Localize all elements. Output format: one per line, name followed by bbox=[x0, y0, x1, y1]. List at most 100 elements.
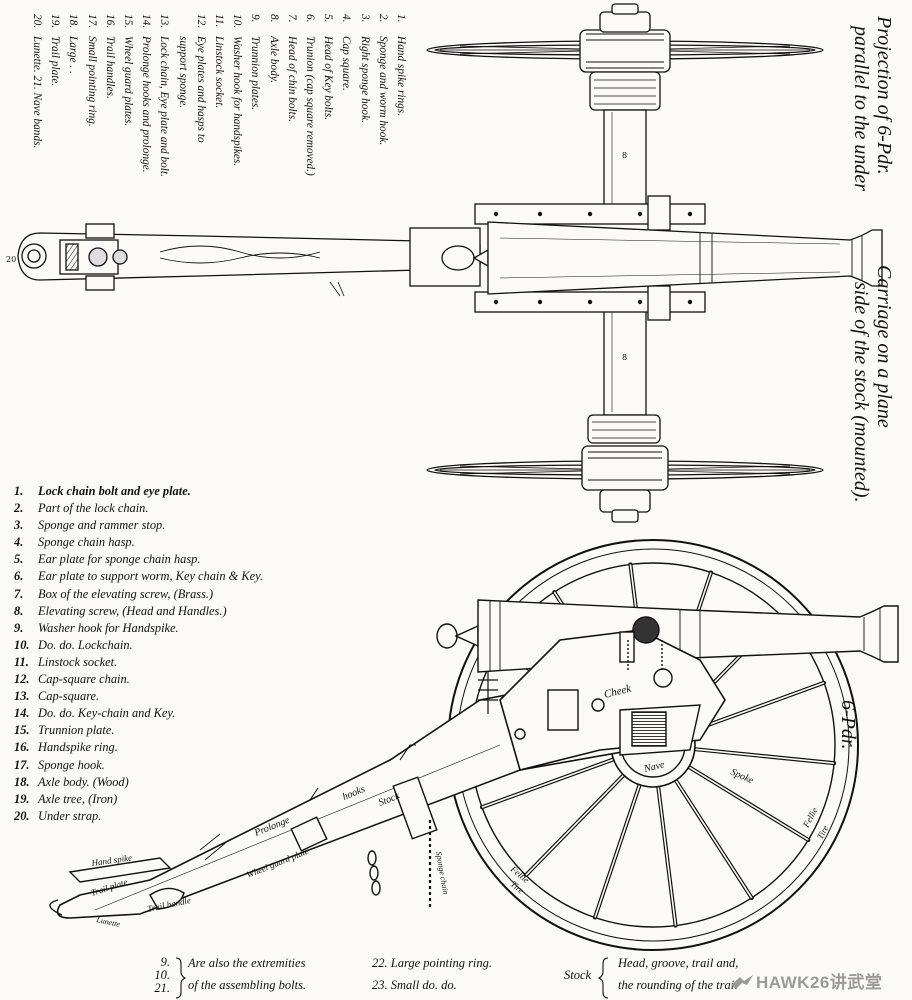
top-title-line2: parallel to the under bbox=[850, 26, 872, 191]
legend-item: 19.Axle tree, (Iron) bbox=[14, 791, 344, 808]
legend-text: Cap-square. bbox=[38, 689, 100, 704]
legend-number: 9. bbox=[14, 620, 24, 635]
side-cheek bbox=[478, 616, 726, 771]
legend-number: 18. bbox=[14, 774, 30, 789]
top-part-number: 16. bbox=[103, 14, 116, 29]
top-part-item: 5. Head of Key bolts. bbox=[319, 14, 337, 184]
top-part-number: 9. bbox=[249, 14, 262, 23]
top-part-item: 18.Large . . bbox=[64, 14, 82, 184]
legend-number: 4. bbox=[14, 535, 24, 550]
footer-ring-line2: 23. Small do. do. bbox=[372, 978, 457, 992]
legend-item: 4. Sponge chain hasp. bbox=[14, 534, 344, 551]
top-part-text: Linstock socket. bbox=[212, 36, 225, 109]
legend-item: 18. Axle body. (Wood) bbox=[14, 774, 344, 791]
top-part-text: support sponge. bbox=[176, 36, 189, 109]
legend-text: Ear plate for sponge chain hasp. bbox=[38, 552, 201, 567]
top-part-number: 20. bbox=[30, 14, 43, 29]
top-part-number: 5. bbox=[322, 14, 335, 23]
top-part-item: 10. Washer hook for handspikes. bbox=[228, 14, 246, 184]
legend-number: 15. bbox=[14, 723, 30, 738]
legend-item: 7. Box of the elevating screw, (Brass.) bbox=[14, 586, 344, 603]
top-part-number: 3. bbox=[358, 14, 371, 23]
legend-number: 5. bbox=[14, 552, 24, 567]
footer-num-9: 9. bbox=[160, 955, 170, 969]
top-part-number: 1. bbox=[395, 14, 407, 23]
footer-bolt-numbers: 9. 10. 21. bbox=[148, 956, 170, 995]
legend-item: 13. Cap-square. bbox=[14, 688, 344, 705]
legend-text: Sponge chain hasp. bbox=[38, 535, 135, 550]
top-part-item: 8. Axle body. bbox=[264, 14, 282, 184]
legend-text: Washer hook for Handspike. bbox=[38, 620, 179, 635]
top-part-text: Axle body. bbox=[267, 36, 280, 84]
top-part-item: 1.Hand spike rings. bbox=[392, 14, 410, 184]
legend-item: 10.Do. do. Lockchain. bbox=[14, 637, 344, 654]
legend-text: Under strap. bbox=[38, 808, 102, 823]
legend-number: 6. bbox=[14, 569, 24, 584]
side-view bbox=[49, 539, 899, 951]
legend-text: Box of the elevating screw, (Brass.) bbox=[38, 586, 214, 601]
top-part-text: Right sponge hook. bbox=[358, 36, 371, 123]
top-part-number: 19. bbox=[49, 14, 62, 29]
top-part-text: Wheel guard plates. bbox=[121, 36, 134, 127]
top-part-number: 14. bbox=[140, 14, 153, 29]
legend-text: Part of the lock chain. bbox=[38, 501, 149, 516]
footer-stock-line1: Head, groove, trail and, bbox=[618, 956, 739, 970]
legend-number: 1. bbox=[14, 484, 24, 498]
legend-number: 12. bbox=[14, 672, 30, 687]
footer-bolts-line1: Are also the extremities bbox=[188, 956, 306, 970]
footer-num-10: 10. bbox=[154, 968, 170, 982]
footer-stock-line2: the rounding of the trail bbox=[618, 978, 738, 992]
top-part-item: 19. Trail plate. bbox=[46, 14, 64, 184]
legend-text: Do. do. Key-chain and Key. bbox=[38, 706, 176, 721]
legend-number: 13. bbox=[14, 689, 30, 704]
legend-item: 20. Under strap. bbox=[14, 808, 344, 825]
legend-text: Cap-square chain. bbox=[38, 672, 130, 687]
legend-number: 2. bbox=[14, 501, 24, 516]
legend-text: Elevating screw, (Head and Handles.) bbox=[38, 603, 227, 618]
legend-text: Axle body. (Wood) bbox=[38, 774, 129, 789]
watermark-text: HAWK26讲武堂 bbox=[756, 973, 883, 992]
legend-item: 16.Handspike ring. bbox=[14, 739, 344, 756]
side-view-title: 6-Pdr. bbox=[837, 700, 859, 749]
legend-item: 14.Do. do. Key-chain and Key. bbox=[14, 705, 344, 722]
top-part-text: Head of Key bolts. bbox=[322, 36, 335, 121]
top-part-text: Trunion (cap square removed.) bbox=[303, 36, 316, 176]
top-title-line3: Carriage on a plane bbox=[873, 265, 895, 428]
legend-number: 10. bbox=[14, 637, 30, 652]
legend-number: 20. bbox=[14, 808, 30, 823]
wheel-spoke bbox=[675, 779, 753, 899]
top-part-item: 2.Sponge and worm hook. bbox=[374, 14, 392, 184]
callout-lunette: Lunette bbox=[95, 915, 122, 929]
top-part-number: 4. bbox=[340, 14, 353, 23]
legend-number: 16. bbox=[14, 740, 30, 755]
top-part-item: 6.Trunion (cap square removed.) bbox=[301, 14, 319, 184]
top-part-number: 10. bbox=[231, 14, 244, 29]
top-part-text: Washer hook for handspikes. bbox=[231, 36, 244, 167]
top-part-text: Lunette. 21. Nave bands. bbox=[30, 36, 43, 149]
top-part-item: 17.Small pointing ring. bbox=[82, 14, 100, 184]
top-part-number: 12. bbox=[194, 14, 207, 29]
top-part-item: 15.Wheel guard plates. bbox=[119, 14, 137, 184]
legend-item: 8. Elevating screw, (Head and Handles.) bbox=[14, 603, 344, 620]
footer-num-21: 21. bbox=[154, 981, 170, 995]
legend-text: Linstock socket. bbox=[38, 654, 118, 669]
legend-number: 7. bbox=[14, 586, 24, 601]
top-part-text: Large . . bbox=[67, 36, 80, 74]
legend-item: 3.Sponge and rammer stop. bbox=[14, 517, 344, 534]
top-part-number: 17. bbox=[85, 14, 98, 29]
top-part-item: 11. Linstock socket. bbox=[210, 14, 228, 184]
legend-number: 8. bbox=[14, 603, 24, 618]
hawk-logo-icon bbox=[731, 975, 753, 989]
top-part-item: 13.Lock chain, Eye plate and bolt. bbox=[155, 14, 173, 184]
lunette-mark-20: 20 bbox=[6, 255, 16, 264]
top-part-text: Trail plate. bbox=[49, 36, 62, 87]
wheel-spoke bbox=[688, 766, 809, 841]
legend-item: 6.Ear plate to support worm, Key chain &… bbox=[14, 568, 344, 585]
callout-tire-right: Tire bbox=[815, 824, 830, 841]
top-part-text: Cap square. bbox=[340, 36, 353, 91]
legend-number: 17. bbox=[14, 757, 30, 772]
top-part-number: 11. bbox=[212, 14, 225, 28]
top-part-number: 8. bbox=[267, 14, 280, 23]
top-view-title-col4: side of the stock (mounted). bbox=[849, 282, 872, 503]
